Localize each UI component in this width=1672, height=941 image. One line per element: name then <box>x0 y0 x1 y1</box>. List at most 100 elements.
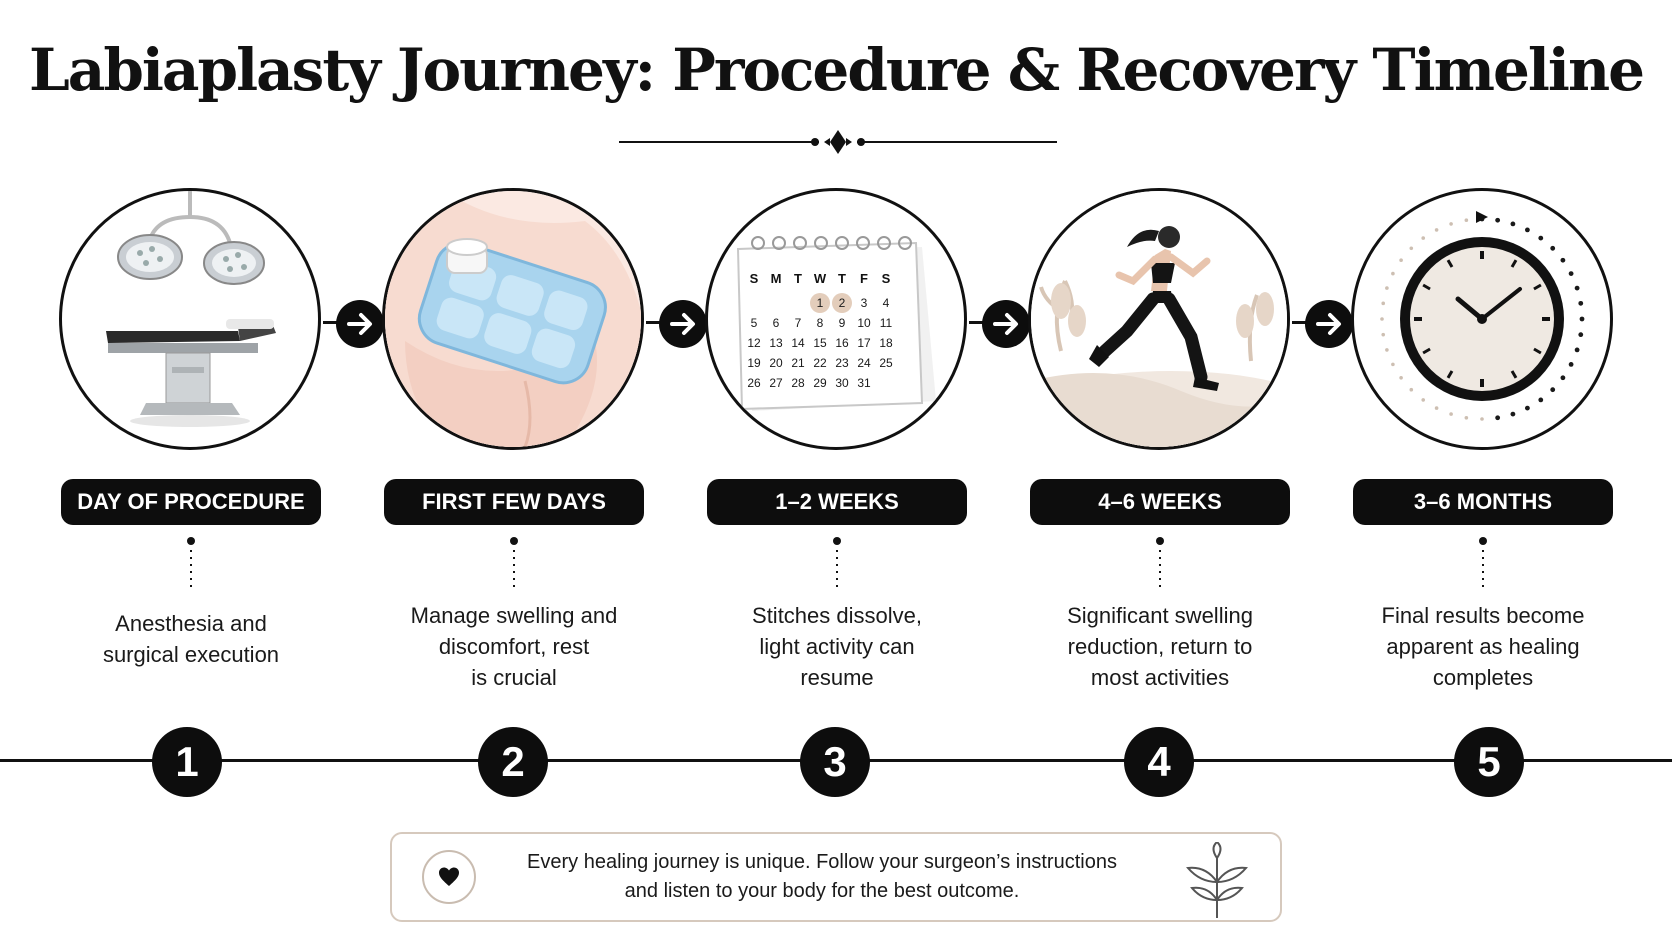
stage-4-6-weeks: 4–6 WEEKS Significant swelling reduction… <box>1010 0 1310 700</box>
calendar-highlight <box>832 293 852 313</box>
calendar-day: 16 <box>835 336 849 350</box>
stage-description: Stitches dissolve, light activity can re… <box>752 603 922 690</box>
stage-description: Anesthesia and surgical execution <box>102 611 280 667</box>
clock-progress-dot <box>1391 362 1395 367</box>
clock-progress-dot <box>1510 411 1516 417</box>
calendar-day: 25 <box>879 356 893 370</box>
next-arrow-icon <box>336 300 384 348</box>
clock-tick <box>1533 283 1542 291</box>
calendar-highlight <box>810 293 830 313</box>
clock-progress-dot <box>1480 417 1484 421</box>
clock-progress-dot <box>1385 286 1389 290</box>
calendar-day: 28 <box>791 376 805 390</box>
calendar-day: 24 <box>857 356 871 370</box>
clock-tick <box>1510 370 1518 379</box>
calendar-day: 10 <box>857 316 871 330</box>
stage-description: Final results become apparent as healing… <box>1381 603 1585 690</box>
clock-progress-dot <box>1568 361 1574 367</box>
calendar-day: 21 <box>791 356 805 370</box>
clock-progress-dot <box>1524 405 1530 411</box>
clock-progress-dot <box>1464 415 1469 420</box>
dotted-connector <box>187 537 195 590</box>
calendar-ring <box>814 236 828 250</box>
clock-progress-dot <box>1391 271 1395 276</box>
clock-icon <box>1380 211 1585 421</box>
stage-label: 4–6 WEEKS <box>1030 479 1290 525</box>
clock-progress-dot <box>1464 218 1469 223</box>
calendar-ring <box>877 236 891 250</box>
calendar-day: 8 <box>817 316 824 330</box>
runner-icon <box>1031 191 1287 447</box>
clock-tick <box>1422 283 1431 291</box>
stage-3-6-months: 3–6 MONTHS Final results become apparent… <box>1333 0 1633 700</box>
clock-progress-dot <box>1550 245 1556 251</box>
calendar-day: 27 <box>769 376 783 390</box>
calendar-weekday: S <box>750 271 759 286</box>
stage-day-of-procedure: DAY OF PROCEDURE Anesthesia and surgical… <box>41 0 341 700</box>
ice-pack-icon <box>385 191 641 447</box>
calendar-ring <box>898 236 912 250</box>
calendar-ring <box>835 236 849 250</box>
clock-progress-dot <box>1495 415 1501 421</box>
clock-progress-dot <box>1579 316 1585 322</box>
clock-progress-dot <box>1560 375 1566 381</box>
clock-progress-dot <box>1550 387 1556 393</box>
clock-progress-dot <box>1568 271 1574 277</box>
calendar-ring <box>751 236 765 250</box>
leaf-sprig-icon <box>1186 842 1248 918</box>
step-number-5: 5 <box>1454 727 1524 797</box>
next-arrow-icon <box>982 300 1030 348</box>
clock-tick <box>1446 259 1454 268</box>
calendar-day: 2 <box>839 296 846 310</box>
calendar-ring <box>856 236 870 250</box>
clock-progress-dot <box>1421 236 1426 240</box>
stage-label: FIRST FEW DAYS <box>384 479 644 525</box>
next-arrow-icon <box>659 300 707 348</box>
clock-progress-dot <box>1578 300 1584 306</box>
clock-progress-dot <box>1524 227 1530 233</box>
stage-illustration <box>1028 188 1290 450</box>
clock-progress-dot <box>1510 221 1516 227</box>
clock-progress-dot <box>1449 412 1453 416</box>
stage-label: 3–6 MONTHS <box>1353 479 1613 525</box>
clock-progress-dot <box>1434 406 1439 410</box>
heart-icon <box>422 850 476 904</box>
stage-illustration <box>382 188 644 450</box>
step-number-4: 4 <box>1124 727 1194 797</box>
page-title: Labiaplasty Journey: Procedure & Recover… <box>28 36 1645 104</box>
calendar-day: 18 <box>879 336 893 350</box>
calendar-day: 1 <box>817 296 824 310</box>
next-arrow-icon <box>1305 300 1353 348</box>
calendar-day: 23 <box>835 356 849 370</box>
clock-progress-dot <box>1399 375 1403 380</box>
step-number-2: 2 <box>478 727 548 797</box>
calendar-day: 12 <box>747 336 761 350</box>
clock-progress-dot <box>1449 222 1453 226</box>
dotted-connector <box>1156 537 1164 590</box>
calendar-weekday: F <box>860 271 868 286</box>
dotted-connector <box>833 537 841 590</box>
dotted-connector <box>510 537 518 590</box>
clock-progress-dot <box>1381 301 1386 306</box>
advice-note: Every healing journey is unique. Follow … <box>390 832 1282 922</box>
clock-tick <box>1422 347 1431 355</box>
calendar-day: 5 <box>751 316 758 330</box>
clock-progress-dot <box>1574 347 1580 353</box>
clock-progress-dot <box>1385 348 1389 352</box>
clock-progress-dot <box>1538 235 1544 241</box>
stage-label: DAY OF PROCEDURE <box>61 479 321 525</box>
calendar-ring <box>772 236 786 250</box>
step-number-3: 3 <box>800 727 870 797</box>
stage-description: Manage swelling and discomfort, rest is … <box>410 603 618 690</box>
calendar-day: 11 <box>880 316 893 330</box>
stage-illustration <box>1351 188 1613 450</box>
calendar-day: 4 <box>883 296 890 310</box>
calendar-day: 9 <box>839 316 846 330</box>
clock-tick <box>1446 370 1454 379</box>
calendar-day: 31 <box>857 376 871 390</box>
clock-progress-dot <box>1399 258 1403 263</box>
step-number-1: 1 <box>152 727 222 797</box>
operating-table-icon <box>106 191 276 427</box>
